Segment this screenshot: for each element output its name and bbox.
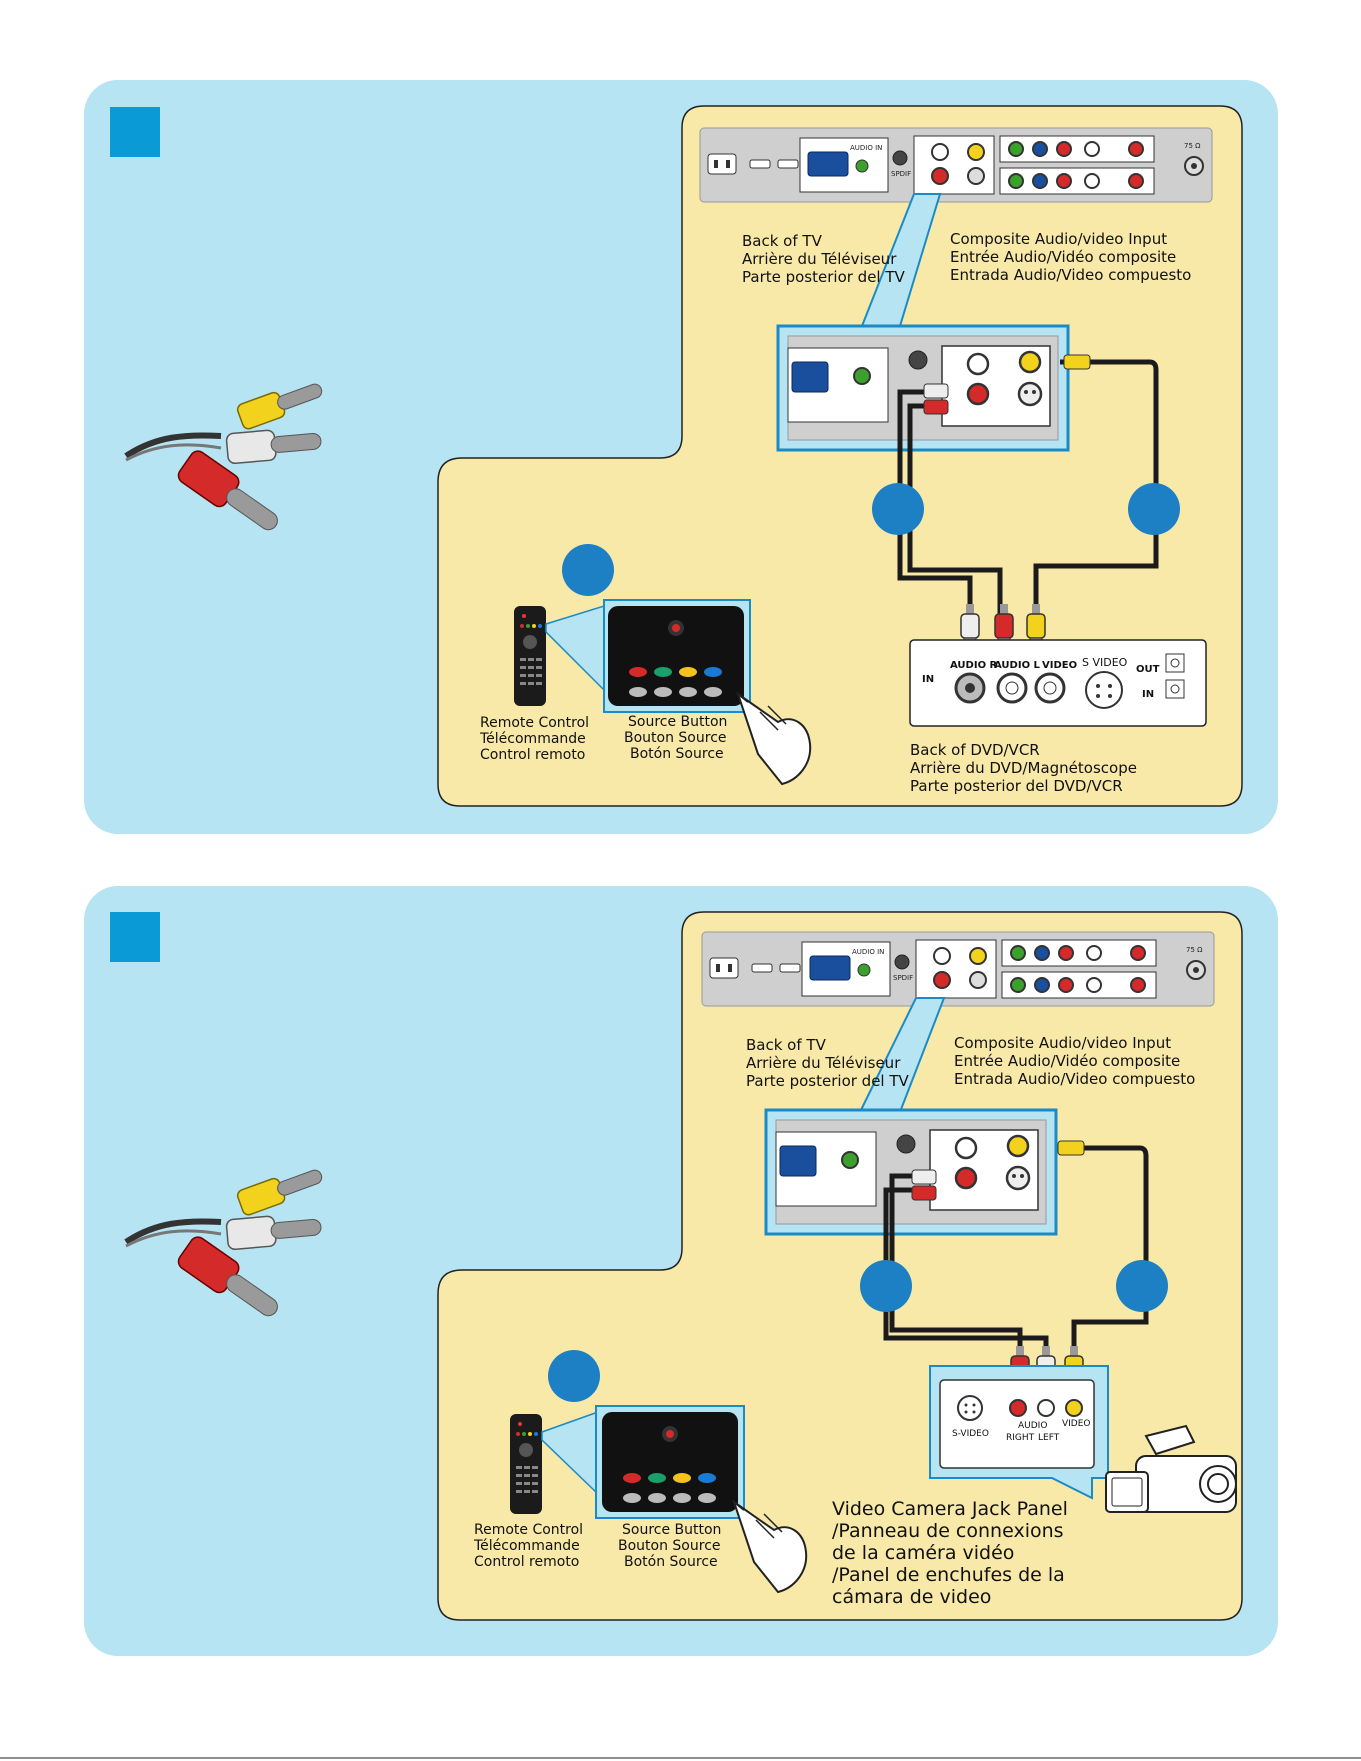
svg-text:Bouton Source: Bouton Source bbox=[618, 1538, 721, 1554]
dvd-back-label: Back of DVD/VCR Arrière du DVD/Magnétosc… bbox=[910, 741, 1137, 795]
svg-text:Parte posterior del TV: Parte posterior del TV bbox=[742, 268, 906, 286]
tv-jack-zoom bbox=[776, 324, 1070, 452]
svg-text:VIDEO: VIDEO bbox=[1042, 660, 1077, 671]
svg-text:Control remoto: Control remoto bbox=[480, 747, 585, 763]
svg-text:VIDEO: VIDEO bbox=[1062, 1419, 1091, 1429]
svg-text:/Panneau de connexions: /Panneau de connexions bbox=[832, 1520, 1064, 1542]
tv-back-label: Back of TV Arrière du Téléviseur Parte p… bbox=[742, 232, 906, 286]
remote-label: Remote Control Télécommande Control remo… bbox=[479, 715, 589, 763]
step-circle-c bbox=[562, 544, 614, 596]
dvd-back-panel: IN AUDIO R AUDIO L VIDEO S VIDEO OUT IN bbox=[909, 639, 1207, 727]
svg-text:Entrée Audio/Vidéo composite: Entrée Audio/Vidéo composite bbox=[954, 1052, 1180, 1070]
tv-back-panel-icon bbox=[699, 127, 1213, 203]
svg-text:RIGHT: RIGHT bbox=[1006, 1433, 1035, 1443]
svg-text:Remote Control: Remote Control bbox=[474, 1522, 583, 1538]
remote-control-icon-2 bbox=[510, 1414, 542, 1514]
camera-jack-panel: S-VIDEO AUDIO VIDEO RIGHT LEFT bbox=[929, 1365, 1109, 1500]
step-square-1 bbox=[110, 107, 160, 157]
step-square-2 bbox=[110, 912, 160, 962]
svg-text:Remote Control: Remote Control bbox=[480, 715, 589, 731]
svg-text:Bouton Source: Bouton Source bbox=[624, 730, 727, 746]
svg-text:S VIDEO: S VIDEO bbox=[1082, 656, 1128, 669]
svg-text:AUDIO R: AUDIO R bbox=[950, 660, 998, 671]
remote-buttons-zoom-2 bbox=[602, 1412, 738, 1512]
svg-text:IN: IN bbox=[922, 674, 934, 685]
svg-text:Parte posterior del TV: Parte posterior del TV bbox=[746, 1072, 910, 1090]
tv-jack-zoom-2 bbox=[764, 1108, 1058, 1236]
composite-input-label-2: Composite Audio/video Input Entrée Audio… bbox=[954, 1034, 1195, 1088]
composite-input-label: Composite Audio/video Input Entrée Audio… bbox=[950, 230, 1191, 284]
svg-text:Télécommande: Télécommande bbox=[473, 1538, 580, 1554]
tv-back-panel-icon-2 bbox=[701, 931, 1215, 1007]
svg-text:Back of TV: Back of TV bbox=[742, 232, 823, 250]
svg-text:Control remoto: Control remoto bbox=[474, 1554, 579, 1570]
panel-2: Back of TV Arrière du Téléviseur Parte p… bbox=[84, 886, 1278, 1656]
svg-text:AUDIO L: AUDIO L bbox=[994, 660, 1041, 671]
svg-text:IN: IN bbox=[1142, 689, 1154, 700]
svg-text:AUDIO: AUDIO bbox=[1018, 1421, 1047, 1431]
svg-text:Arrière du DVD/Magnétoscope: Arrière du DVD/Magnétoscope bbox=[910, 759, 1137, 777]
step-circle-b bbox=[1128, 483, 1180, 535]
svg-text:Botón Source: Botón Source bbox=[624, 1554, 718, 1570]
step-circle-e bbox=[1116, 1260, 1168, 1312]
audio-cable-white-2 bbox=[883, 1187, 1049, 1350]
step-circle-d bbox=[860, 1260, 912, 1312]
svg-text:Télécommande: Télécommande bbox=[479, 731, 586, 747]
step-circle-a bbox=[872, 483, 924, 535]
svg-text:Parte posterior del DVD/VCR: Parte posterior del DVD/VCR bbox=[910, 777, 1123, 795]
svg-text:LEFT: LEFT bbox=[1038, 1433, 1060, 1443]
svg-text:cámara de video: cámara de video bbox=[832, 1586, 991, 1608]
svg-text:OUT: OUT bbox=[1136, 664, 1160, 675]
svg-text:Composite Audio/video Input: Composite Audio/video Input bbox=[954, 1034, 1171, 1052]
svg-text:Back of DVD/VCR: Back of DVD/VCR bbox=[910, 741, 1040, 759]
svg-text:Entrée Audio/Vidéo composite: Entrée Audio/Vidéo composite bbox=[950, 248, 1176, 266]
remote-label-2: Remote Control Télécommande Control remo… bbox=[473, 1522, 583, 1570]
svg-text:Composite Audio/video Input: Composite Audio/video Input bbox=[950, 230, 1167, 248]
source-button-label: Source Button Bouton Source Botón Source bbox=[624, 714, 727, 762]
audio-cable-red bbox=[907, 403, 1003, 620]
tv-plugs bbox=[923, 354, 1091, 415]
svg-text:Arrière du Téléviseur: Arrière du Téléviseur bbox=[746, 1054, 901, 1072]
tv-back-label-2: Back of TV Arrière du Téléviseur Parte p… bbox=[746, 1036, 910, 1090]
panel-1: Back of TV Arrière du Téléviseur Parte p… bbox=[84, 80, 1278, 834]
source-button-label-2: Source Button Bouton Source Botón Source bbox=[618, 1522, 721, 1570]
audio-cable-white bbox=[897, 389, 973, 620]
svg-text:Entrada Audio/Video compuesto: Entrada Audio/Video compuesto bbox=[954, 1070, 1195, 1088]
svg-text:Entrada Audio/Video compuesto: Entrada Audio/Video compuesto bbox=[950, 266, 1191, 284]
svg-text:Botón Source: Botón Source bbox=[630, 746, 724, 762]
remote-control-icon bbox=[514, 606, 546, 706]
remote-buttons-zoom bbox=[608, 606, 744, 706]
svg-text:/Panel de enchufes de la: /Panel de enchufes de la bbox=[832, 1564, 1065, 1586]
svg-text:Video Camera Jack Panel: Video Camera Jack Panel bbox=[832, 1498, 1068, 1520]
svg-text:Source Button: Source Button bbox=[622, 1522, 721, 1538]
camera-panel-label: Video Camera Jack Panel /Panneau de conn… bbox=[832, 1498, 1068, 1608]
svg-text:Source Button: Source Button bbox=[628, 714, 727, 730]
svg-text:de la caméra vidéo: de la caméra vidéo bbox=[832, 1542, 1014, 1564]
svg-text:Arrière du Téléviseur: Arrière du Téléviseur bbox=[742, 250, 897, 268]
svg-text:Back of TV: Back of TV bbox=[746, 1036, 827, 1054]
svg-text:S-VIDEO: S-VIDEO bbox=[952, 1429, 989, 1439]
step-circle-f bbox=[548, 1350, 600, 1402]
tv-plugs-2 bbox=[911, 1140, 1085, 1201]
